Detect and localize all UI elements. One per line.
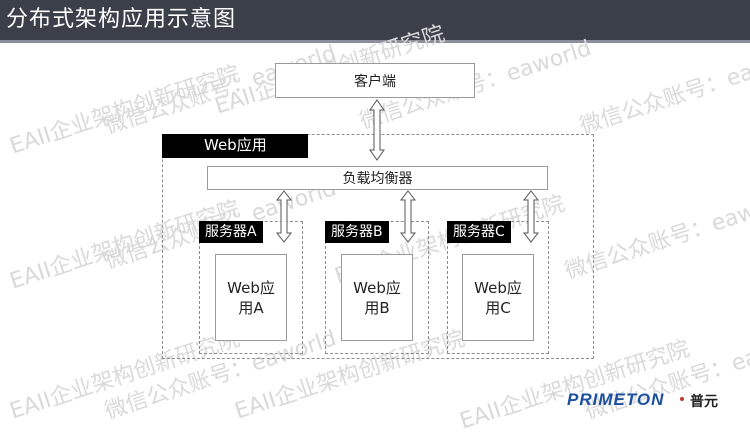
web-app-label: 用C xyxy=(485,298,511,317)
web-app-box: Web应 用B xyxy=(341,254,413,341)
web-app-label: Web应 xyxy=(353,278,401,297)
lb-server-c-arrow xyxy=(522,190,540,243)
header-bar: 分布式架构应用示意图 xyxy=(0,0,750,43)
client-lb-arrow xyxy=(369,99,385,161)
web-app-label: Web应用 xyxy=(162,134,308,158)
primeton-logo-cn: 普元 xyxy=(690,394,718,410)
logo-dot-icon xyxy=(680,397,684,401)
web-app-label: Web应 xyxy=(227,278,275,297)
web-app-box: Web应 用C xyxy=(462,254,534,341)
client-label: 客户端 xyxy=(354,73,396,90)
load-balancer-box: 负载均衡器 xyxy=(207,166,548,190)
web-app-label: 用B xyxy=(364,298,390,317)
load-balancer-label: 负载均衡器 xyxy=(342,171,413,187)
server-label: 服务器C xyxy=(447,221,511,243)
lb-server-b-arrow xyxy=(399,190,417,243)
page-title: 分布式架构应用示意图 xyxy=(6,7,237,32)
connector-arrows xyxy=(275,99,540,243)
web-app-label: Web应 xyxy=(474,278,522,297)
web-app-label: 用A xyxy=(238,298,264,317)
server-label: 服务器B xyxy=(325,221,389,243)
server-label: 服务器A xyxy=(199,221,263,243)
client-box: 客户端 xyxy=(275,63,475,98)
web-app-box: Web应 用A xyxy=(215,254,287,341)
lb-server-a-arrow xyxy=(275,190,293,243)
primeton-logo: PRIMETON xyxy=(567,390,665,409)
